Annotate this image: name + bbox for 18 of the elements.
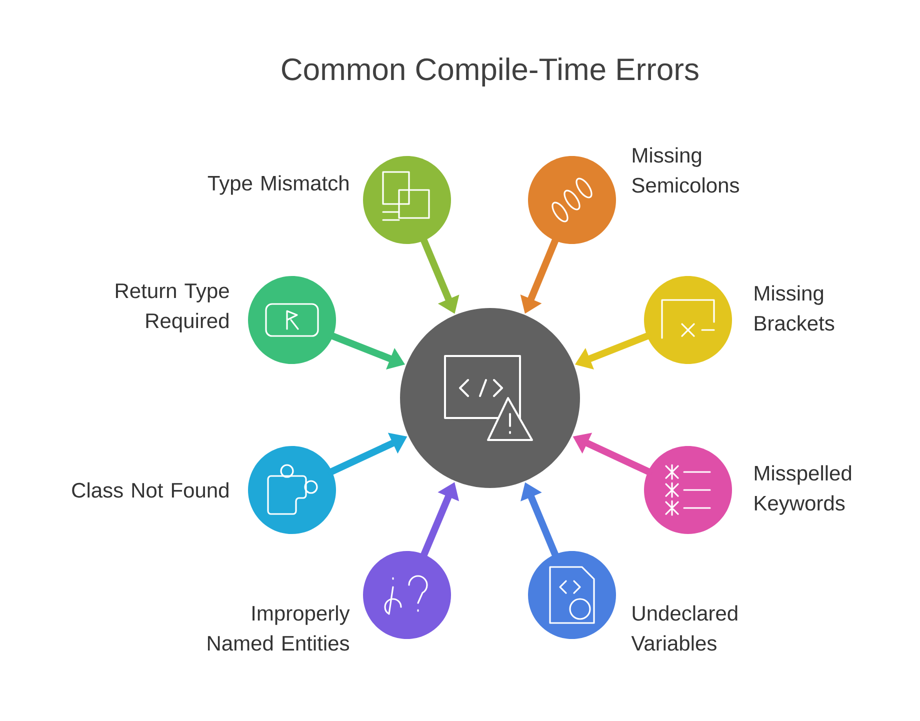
item-label: Return Type Required bbox=[116, 284, 229, 332]
item-label: Improperly Named Entities bbox=[208, 605, 350, 651]
warning-circle bbox=[400, 308, 580, 488]
error-circle bbox=[528, 551, 616, 639]
title: Common Compile-Time Errors bbox=[282, 58, 698, 86]
item-label: Type Mismatch bbox=[208, 175, 348, 195]
error-circle bbox=[363, 551, 451, 639]
error-circle bbox=[644, 446, 732, 534]
item-label: Class Not Found bbox=[72, 482, 228, 498]
error-circle bbox=[248, 276, 336, 364]
error-circle bbox=[644, 276, 732, 364]
item-label: Misspelled Keywords bbox=[754, 465, 852, 515]
item-label: Missing Semicolons bbox=[632, 147, 739, 193]
item-label: Undeclared Variables bbox=[631, 605, 738, 651]
error-circle bbox=[528, 156, 616, 244]
item-label: Missing Brackets bbox=[754, 285, 834, 331]
error-circle bbox=[363, 156, 451, 244]
error-circle bbox=[248, 446, 336, 534]
